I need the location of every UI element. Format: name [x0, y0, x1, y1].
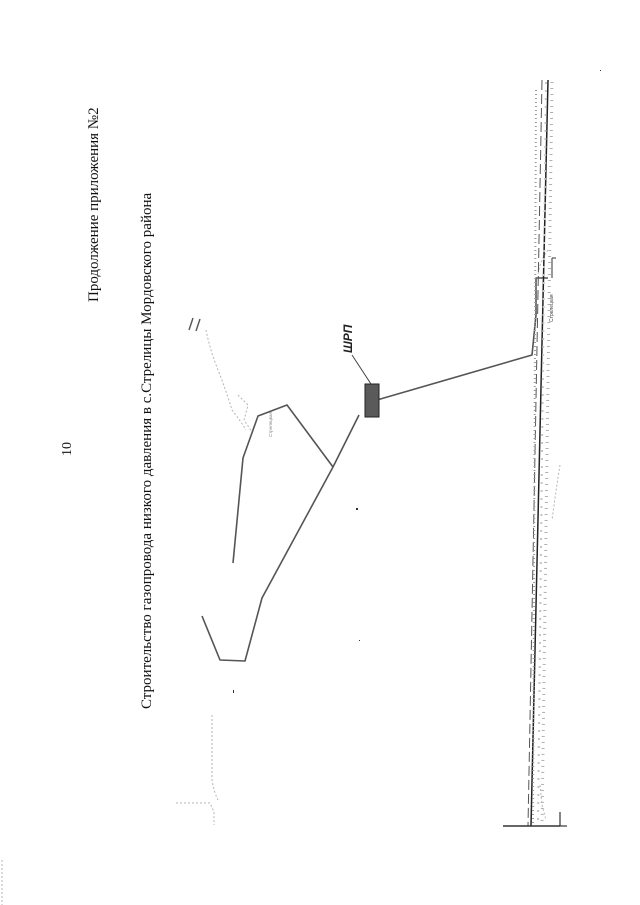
pipeline-network [201, 277, 548, 662]
street-label-upper: Стрелецкая [268, 412, 273, 437]
pipeline-stub [551, 257, 556, 278]
road: Стрелецкая [503, 79, 567, 827]
plan-specks [233, 70, 601, 693]
terrain-boundaries [1, 249, 561, 905]
grp-unit: ШРП [341, 324, 380, 418]
pipeline-main [201, 414, 360, 662]
terrain-ticks [188, 317, 201, 332]
pipeline-to-road [376, 277, 548, 401]
pipeline-branch-west [232, 404, 334, 564]
grp-label: ШРП [341, 324, 355, 353]
street-label-road: Стрелецкая [549, 294, 555, 322]
